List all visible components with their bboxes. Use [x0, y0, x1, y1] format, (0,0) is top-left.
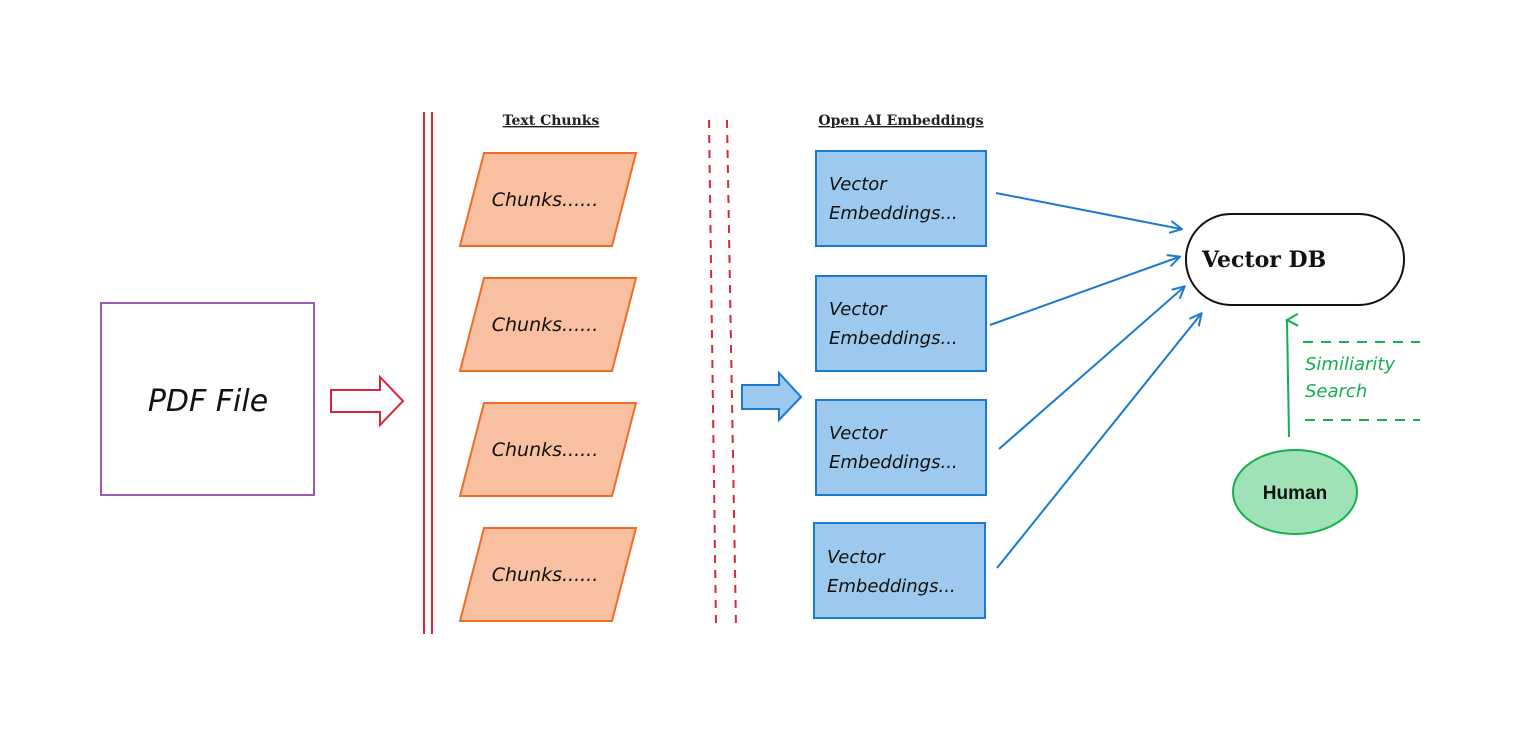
embeddings-heading: Open AI Embeddings — [818, 113, 983, 129]
embedding-line2: Embeddings... — [829, 203, 958, 224]
embedding-item: Vector Embeddings... — [813, 522, 986, 619]
embedding-item: Vector Embeddings... — [815, 275, 987, 372]
embedding-item: Vector Embeddings... — [815, 399, 987, 496]
similarity-search-line2: Search — [1305, 381, 1367, 402]
vector-db-label: Vector DB — [1201, 247, 1326, 273]
embedding-to-db-arrow — [998, 287, 1184, 450]
embedding-to-db-arrow — [995, 192, 1181, 229]
chunk-label: Chunks...... — [492, 564, 599, 586]
chunk-label: Chunks...... — [492, 439, 599, 461]
embedding-item: Vector Embeddings... — [815, 150, 987, 247]
embedding-line1: Vector — [829, 174, 888, 195]
chunk-label: Chunks...... — [492, 189, 599, 211]
embedding-line2: Embeddings... — [827, 576, 956, 597]
human-label: Human — [1263, 483, 1327, 504]
embedding-line2: Embeddings... — [829, 328, 958, 349]
pdf-file-node: PDF File — [100, 302, 315, 496]
embedding-divider-line — [708, 119, 717, 627]
text-chunks-heading: Text Chunks — [503, 113, 600, 129]
embedding-line1: Vector — [829, 299, 888, 320]
chunk-item: Chunks...... — [458, 527, 638, 622]
pdf-file-label: PDF File — [148, 384, 268, 419]
similarity-search-line1: Similiarity — [1305, 354, 1395, 375]
chunk-item: Chunks...... — [458, 277, 638, 372]
embedding-line2: Embeddings... — [829, 452, 958, 473]
embedding-line1: Vector — [829, 423, 888, 444]
human-shape — [1232, 449, 1358, 535]
chunk-item: Chunks...... — [458, 152, 638, 247]
embedding-to-db-arrow — [989, 257, 1179, 326]
chunk-item: Chunks...... — [458, 402, 638, 497]
embedding-to-db-arrow — [996, 314, 1201, 569]
human-to-db-arrow — [1287, 320, 1289, 438]
chunks-to-embeddings-arrow — [741, 370, 803, 423]
embedding-divider-line — [726, 119, 737, 627]
vector-db-shape — [1185, 213, 1405, 306]
pdf-to-chunks-arrow — [330, 374, 405, 428]
vector-db-node: Vector DB — [1185, 213, 1405, 306]
embedding-line1: Vector — [827, 547, 886, 568]
pdf-file-box — [100, 302, 315, 496]
human-node: Human — [1232, 449, 1358, 535]
chunk-label: Chunks...... — [492, 314, 599, 336]
